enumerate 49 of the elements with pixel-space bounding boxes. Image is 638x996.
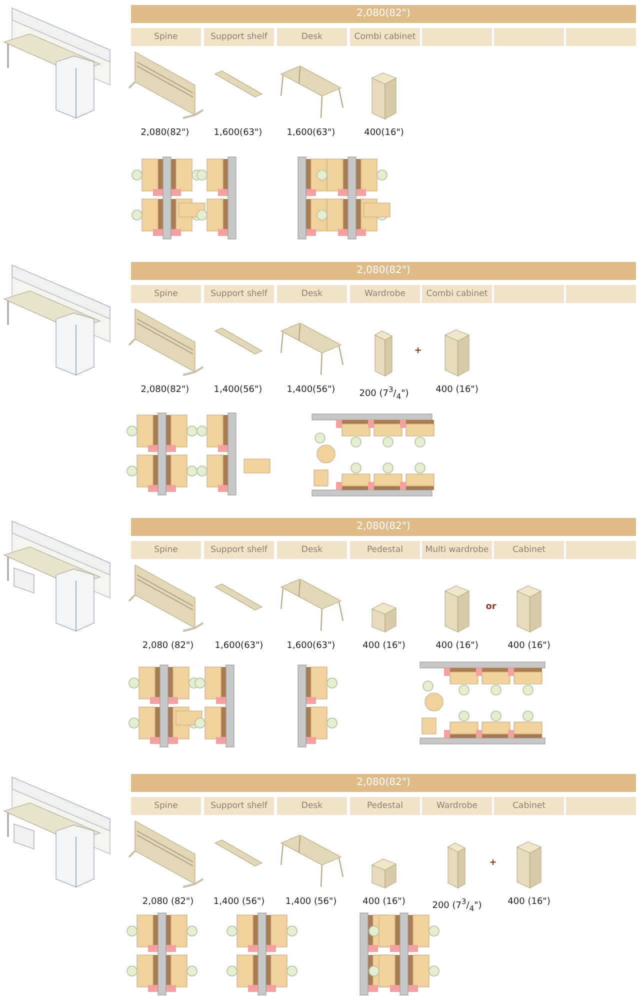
column-header: Desk — [277, 797, 347, 815]
column-header: Support shelf — [204, 797, 274, 815]
dimension-label: 200 (7$^{3}$/$_{4}$") — [358, 384, 410, 403]
column-header: Spine — [131, 285, 201, 303]
dimension-label: 2,080 (82") — [141, 640, 195, 652]
dimension-label: 200 (7$^{3}$/$_{4}$") — [431, 896, 483, 915]
dimension-label: 1,400(56") — [286, 384, 336, 396]
dimension-label: 1,600(63") — [214, 640, 264, 652]
dimension-label: 2,080(82") — [140, 384, 190, 396]
column-header: Desk — [277, 28, 347, 46]
dimension-label: 400 (16") — [434, 384, 480, 396]
column-header: Spine — [131, 797, 201, 815]
dimension-label: 1,400(56") — [212, 384, 264, 396]
dimension-label: 1,400 (56") — [212, 896, 266, 908]
dimension-label: 2,080(82") — [140, 127, 190, 139]
dimension-label: 400 (16") — [434, 640, 480, 652]
column-header: Pedestal — [350, 541, 420, 559]
section-header-bar: 2,080(82") — [131, 518, 636, 536]
column-header: Cabinet — [494, 541, 564, 559]
section-header-bar: 2,080(82") — [131, 262, 636, 280]
section-header-bar: 2,080(82") — [131, 5, 636, 23]
column-header: Support shelf — [204, 285, 274, 303]
dimension-label: 400 (16") — [506, 896, 552, 908]
dimension-label: 400 (16") — [362, 640, 406, 652]
column-header: Support shelf — [204, 541, 274, 559]
column-header: Combi cabinet — [422, 285, 492, 303]
dimension-label: 400(16") — [363, 127, 405, 139]
dimension-label: 1,600(63") — [212, 127, 264, 139]
dimension-label: 2,080 (82") — [141, 896, 195, 908]
dimension-label: 400 (16") — [362, 896, 406, 908]
column-header: Wardrobe — [422, 797, 492, 815]
column-header: Multi wardrobe — [422, 541, 492, 559]
separator-text: or — [484, 601, 498, 613]
column-header: Support shelf — [204, 28, 274, 46]
column-header: Pedestal — [350, 797, 420, 815]
column-header: Cabinet — [494, 797, 564, 815]
dimension-label: 1,600(63") — [286, 127, 336, 139]
column-header: Wardrobe — [350, 285, 420, 303]
dimension-label: 1,600(63") — [286, 640, 336, 652]
column-header: Spine — [131, 28, 201, 46]
column-header: Desk — [277, 285, 347, 303]
separator-text: + — [413, 345, 423, 357]
separator-text: + — [488, 857, 498, 869]
section-header-bar: 2,080(82") — [131, 774, 636, 792]
column-header: Spine — [131, 541, 201, 559]
column-header: Combi cabinet — [350, 28, 420, 46]
dimension-label: 400 (16") — [506, 640, 552, 652]
dimension-label: 1,400 (56") — [284, 896, 338, 908]
column-header: Desk — [277, 541, 347, 559]
